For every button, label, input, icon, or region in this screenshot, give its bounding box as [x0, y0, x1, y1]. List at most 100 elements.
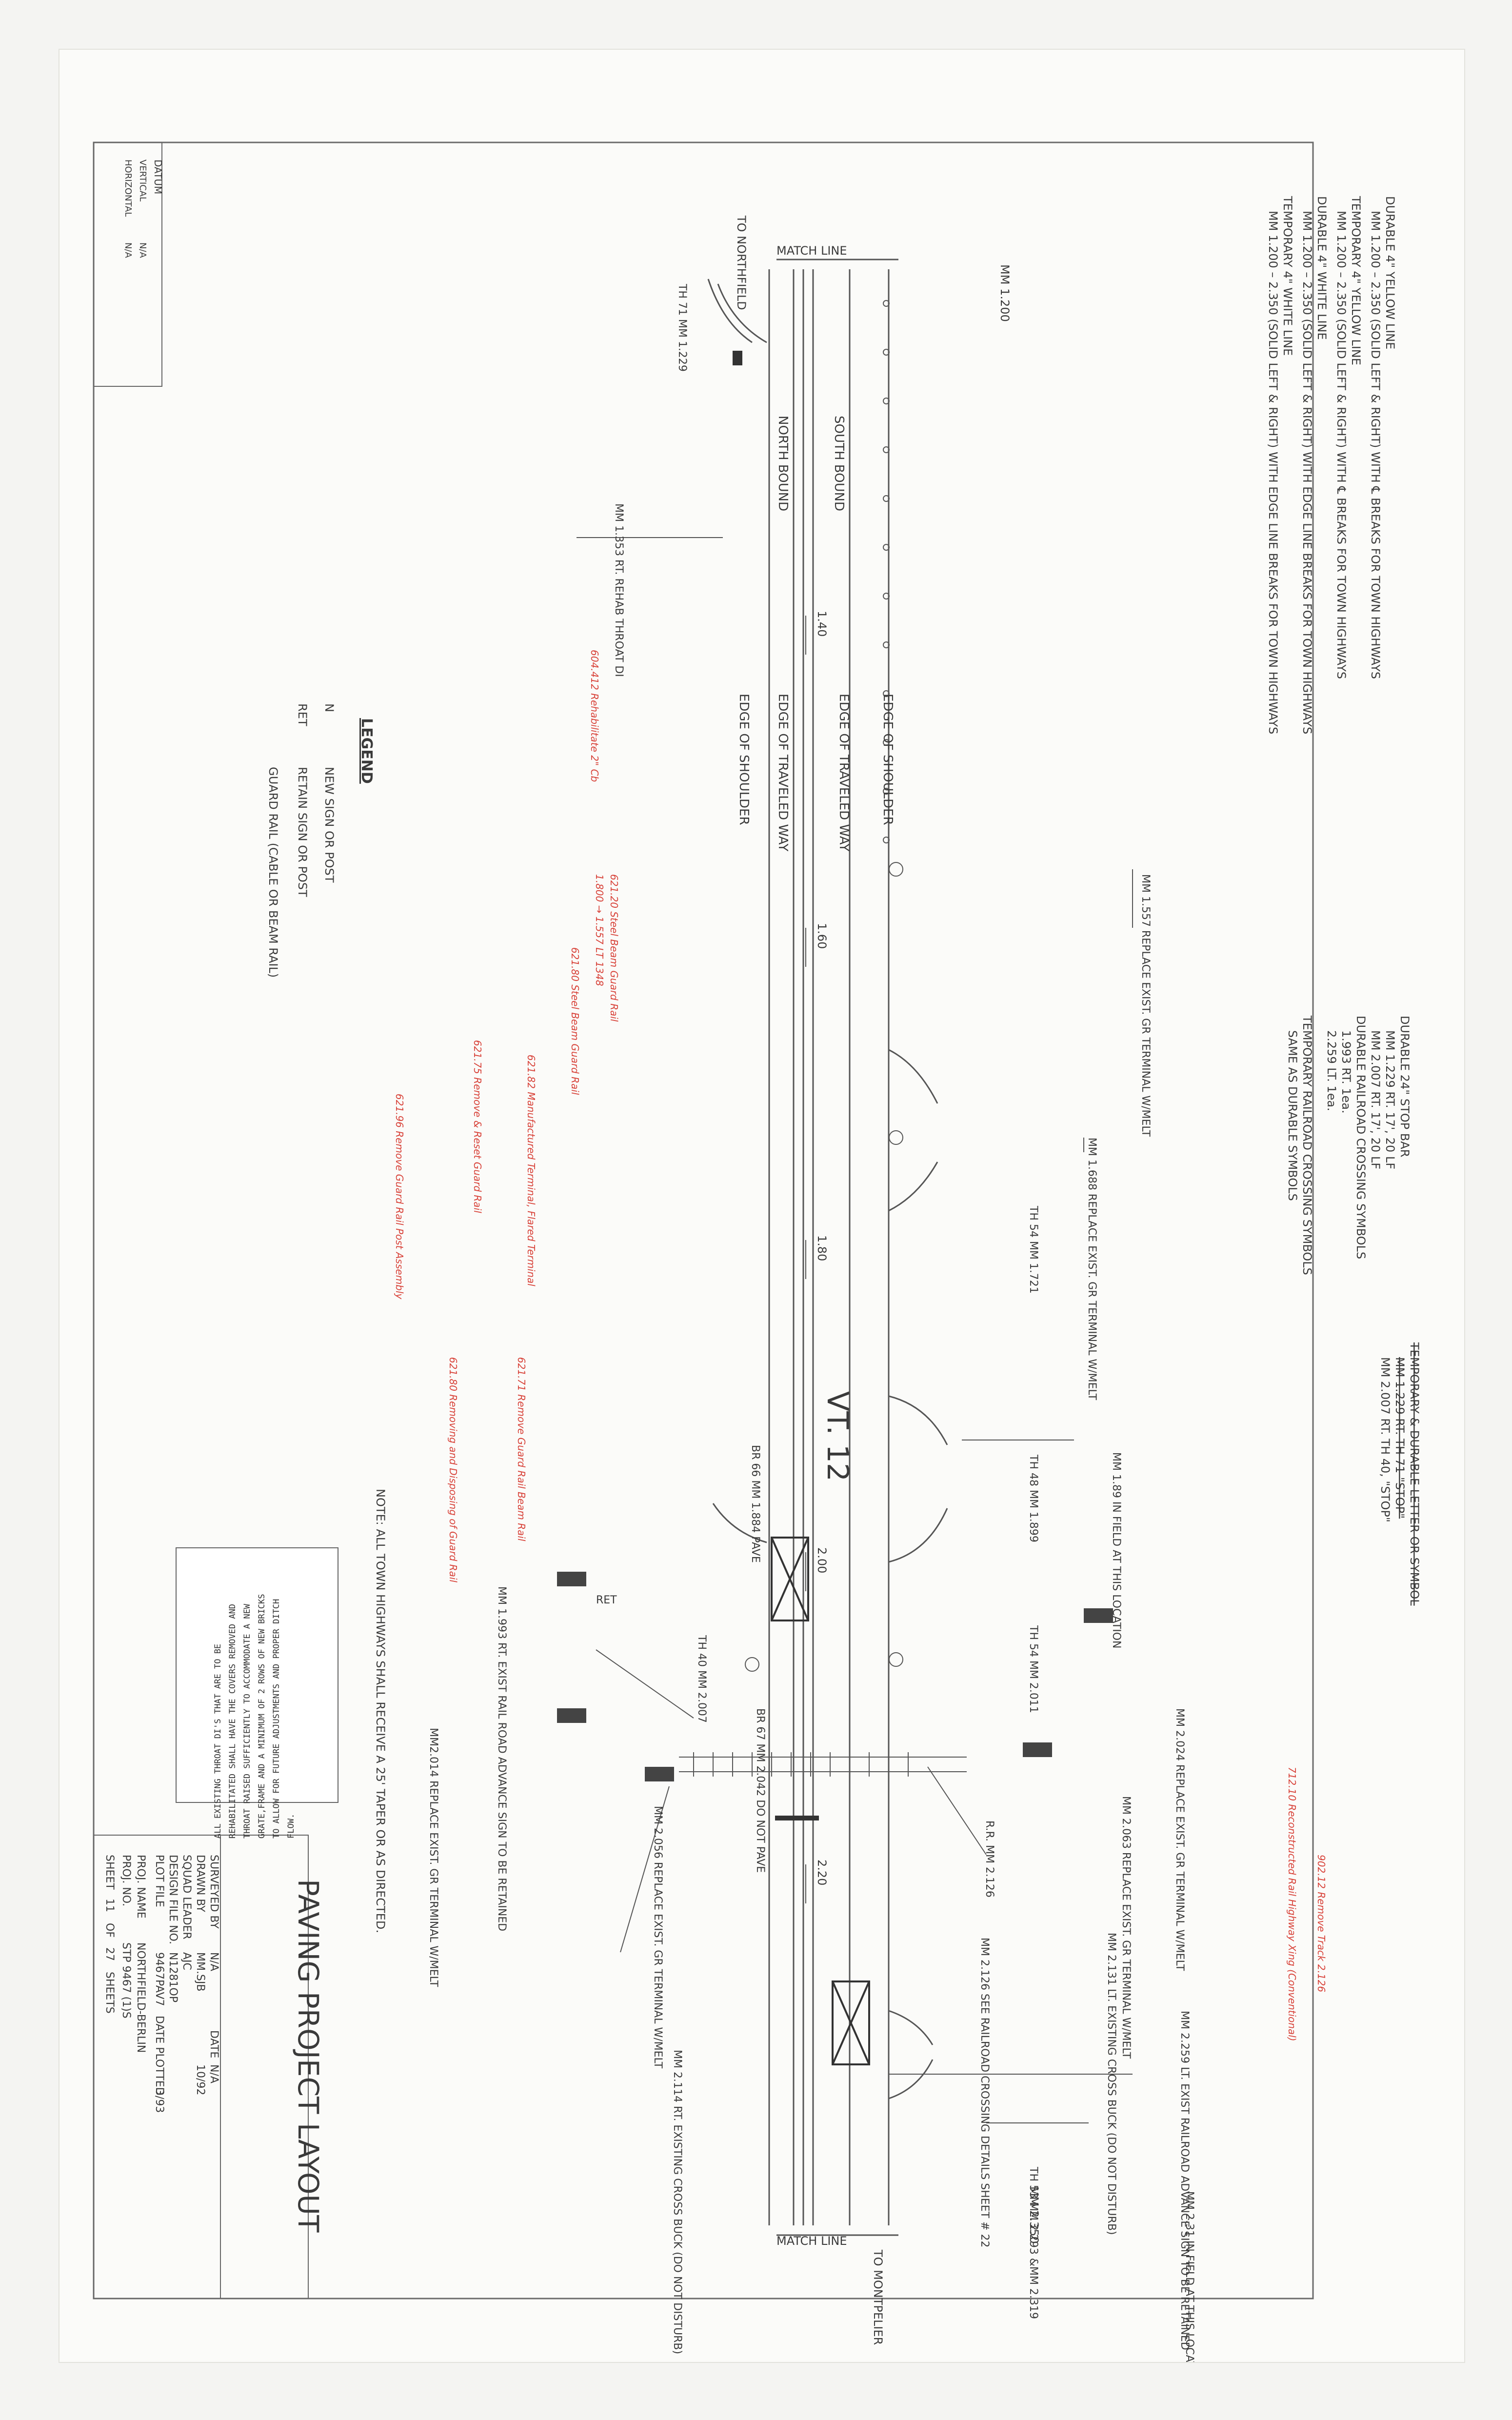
railroad-track — [679, 1752, 967, 1777]
redline-r5: 621.75 Remove & Reset Guard Rail — [472, 1040, 483, 1213]
note-temp-white: TEMPORARY 4" WHITE LINE — [1281, 196, 1294, 356]
sheets-label: SHEETS — [103, 1972, 116, 2014]
design-file-value: N1281OP — [167, 1952, 179, 2002]
note-durable-yellow: DURABLE 4" YELLOW LINE — [1383, 196, 1397, 349]
to-northfield-label: TO NORTHFIELD — [735, 215, 748, 310]
redline-r2: 1.800 → 1.557 LT 1348 — [594, 874, 605, 986]
callout-th54a: TH 54 MM 1.721 — [1027, 1205, 1039, 1294]
legend-ret-desc: RETAIN SIGN OR POST — [296, 767, 309, 897]
drawn-by-value: MM.SJB — [194, 1952, 206, 1992]
route-label: VT. 12 — [820, 1391, 855, 1481]
callout-mm2259: MM 2.259 LT. EXIST RAILROAD ADVANCE SIGN… — [1178, 2011, 1191, 2350]
callout-mm1557: MM 1.557 REPLACE EXIST. GR TERMINAL W/ME… — [1139, 874, 1152, 1137]
callout-mm1993: MM 1.993 RT. EXIST RAIL ROAD ADVANCE SIG… — [496, 1586, 508, 1931]
date-value: N/A — [208, 2064, 220, 2083]
callout-th54b: TH 54 MM 2.011 — [1027, 1625, 1039, 1713]
edge-shoulder-top-label: EDGE OF SHOULDER — [880, 694, 895, 825]
redline-r1: 621.20 Steel Beam Guard Rail — [608, 874, 620, 1022]
plot-file-value: 9467PAV7 — [153, 1952, 165, 2006]
callout-mm2024: MM 2.024 REPLACE EXIST. GR TERMINAL W/ME… — [1174, 1708, 1186, 1971]
plot-file-label: PLOT FILE — [153, 1855, 165, 1907]
stop-bar-l8: SAME AS DURABLE SYMBOLS — [1286, 1030, 1299, 1201]
proj-name-label: PROJ. NAME — [135, 1855, 147, 1919]
edge-shoulder-bot-label: EDGE OF SHOULDER — [736, 694, 751, 825]
callout-mm2131: MM 2.131 LT. EXISTING CROSS BUCK (DO NOT… — [1105, 1933, 1117, 2235]
sheet-value: 11 — [103, 1899, 116, 1912]
legend-n-key: N — [322, 703, 336, 712]
letter-symbol-notes: TEMPORARY & DURABLE LETTER OR SYMBOL MM … — [1378, 1342, 1421, 1606]
total-value: 27 — [103, 1947, 116, 1961]
callout-mm2056: MM 2.056 REPLACE EXIST. GR TERMINAL W/ME… — [652, 1806, 664, 2069]
legend-gr-desc: GUARD RAIL (CABLE OR BEAM RAIL) — [266, 767, 280, 978]
date-label: DATE — [208, 2030, 220, 2058]
general-note-box: ALL EXISTING THROAT DI'S THAT ARE TO BE … — [176, 1547, 338, 1839]
redline-r6: 621.96 Remove Guard Rail Post Assembly — [394, 1094, 405, 1300]
match-line-top-label: MATCH LINE — [776, 244, 847, 258]
design-file-label: DESIGN FILE NO. — [167, 1855, 179, 1944]
stop-bar-l4: DURABLE RAILROAD CROSSING SYMBOLS — [1354, 1016, 1368, 1259]
redline-r3: 621.80 Steel Beam Guard Rail — [569, 947, 581, 1095]
stop-bar-l7: TEMPORARY RAILROAD CROSSING SYMBOLS — [1300, 1015, 1314, 1275]
title-fields: SURVEYED BY N/A DRAWN BY MM.SJB DATE N/A… — [103, 1855, 220, 2113]
handwritten-note-block: NOTE: ALL TOWN HIGHWAYS SHALL RECEIVE A … — [374, 1489, 387, 1933]
of-label: OF — [103, 1923, 116, 1938]
date2-value: 10/92 — [194, 2064, 206, 2095]
to-montpelier-label: TO MONTPELIER — [871, 2249, 885, 2345]
plan-sheet: { "notes": { "durable_yellow": "DURABLE … — [59, 49, 1465, 2363]
plotted-label: DATE PLOTTED — [153, 2016, 165, 2096]
callouts: TH 71 MM 1.229 MM 1.353 RT. REHAB THROAT… — [427, 283, 1195, 2362]
datum-vertical-value: N/A — [138, 242, 148, 259]
title-block-text: PAVING PROJECT LAYOUT — [292, 1879, 325, 2233]
stop-bar — [775, 1816, 819, 1820]
datum-title: DATUM — [152, 160, 164, 194]
edge-traveled-top-label: EDGE OF TRAVELED WAY — [836, 694, 851, 851]
letter-symbol-l3: MM 2.007 RT. TH 40, "STOP" — [1378, 1357, 1392, 1522]
callout-th48: TH 48 MM 1.899 — [1027, 1454, 1039, 1542]
letter-symbol-title: TEMPORARY & DURABLE LETTER OR SYMBOL — [1408, 1342, 1421, 1606]
road-corridor — [768, 259, 898, 2236]
datum-box — [93, 142, 162, 387]
callout-mm1688: MM 1.688 REPLACE EXIST. GR TERMINAL W/ME… — [1086, 1138, 1098, 1400]
callout-mm2063: MM 2.063 REPLACE EXIST. GR TERMINAL W/ME… — [1120, 1796, 1132, 2059]
match-line-bottom-label: MATCH LINE — [776, 2234, 847, 2248]
legend-ret-key: RET — [296, 703, 309, 726]
south-bound-label: SOUTH BOUND — [832, 416, 846, 511]
stop-bar-l5: 1.993 RT. 1ea. — [1339, 1030, 1353, 1114]
drawn-by-label: DRAWN BY — [194, 1855, 206, 1912]
callout-leaders — [577, 537, 1133, 2123]
note-durable-yellow-range: MM 1.200 – 2.350 (SOLID LEFT & RIGHT) WI… — [1369, 211, 1382, 679]
stop-bar-l6: 2.259 LT. 1ea. — [1325, 1030, 1338, 1111]
edge-traveled-bot-label: EDGE OF TRAVELED WAY — [776, 694, 790, 851]
ret-sign-symbols — [557, 1572, 1113, 1781]
note-temp-white-range: MM 1.200 – 2.350 (SOLID LEFT & RIGHT) WI… — [1266, 211, 1280, 734]
redline-r10: 902.12 Remove Track 2.126 — [1315, 1855, 1327, 1992]
note-temp-yellow-range: MM 1.200 – 2.350 (SOLID LEFT & RIGHT) WI… — [1334, 211, 1348, 679]
mm-start-label: MM 1.200 — [998, 264, 1012, 322]
redline-r8: 621.80 Removing and Disposing of Guard R… — [447, 1357, 459, 1582]
datum-horizontal-value: N/A — [123, 242, 133, 259]
legend: LEGEND N NEW SIGN OR POST RET RETAIN SIG… — [266, 703, 375, 978]
callout-rr: R.R. MM 2.126 — [983, 1820, 995, 1898]
callout-th71: TH 71 MM 1.229 — [676, 283, 688, 372]
callout-mm2114: MM 2.114 RT. EXISTING CROSS BUCK (DO NOT… — [671, 2050, 683, 2354]
surveyed-by-value: N/A — [208, 1952, 220, 1971]
datum-horizontal-label: HORIZONTAL — [123, 160, 133, 217]
note-durable-white: DURABLE 4" WHITE LINE — [1315, 196, 1329, 340]
guard-rail-dots — [745, 300, 903, 1672]
callout-mm189: MM 1.89 IN FIELD AT THIS LOCATION — [1110, 1452, 1122, 1649]
rr-crossing-symbol-1 — [771, 1537, 809, 1621]
legend-title: LEGEND — [358, 718, 375, 784]
stop-bar-title: DURABLE 24" STOP BAR — [1398, 1016, 1412, 1157]
callout-mm2014: MM2.014 REPLACE EXIST. GR TERMINAL W/MEL… — [427, 1728, 439, 1987]
plan-drawing: DURABLE 4" YELLOW LINE MM 1.200 – 2.350 … — [93, 141, 1421, 2362]
station-220: 2.20 — [815, 1860, 829, 1885]
datum-block: DATUM VERTICAL N/A HORIZONTAL N/A — [123, 160, 164, 259]
datum-vertical-label: VERTICAL — [138, 160, 148, 201]
callout-br66: BR 66 MM 1.884 PAVE — [749, 1445, 761, 1563]
proj-no-label: PROJ. NO. — [120, 1855, 132, 1906]
rr-crossing-symbol-2 — [832, 1980, 870, 2065]
note-durable-white-range: MM 1.200 – 2.350 (SOLID LEFT & RIGHT) WI… — [1300, 211, 1314, 734]
redline-r7: 621.71 Remove Guard Rail Beam Rail — [516, 1357, 527, 1541]
redline-r9: 604.412 Rehabilitate 2" Cb — [589, 650, 600, 782]
redline-notes: 621.20 Steel Beam Guard Rail 1.800 → 1.5… — [394, 650, 1327, 2041]
